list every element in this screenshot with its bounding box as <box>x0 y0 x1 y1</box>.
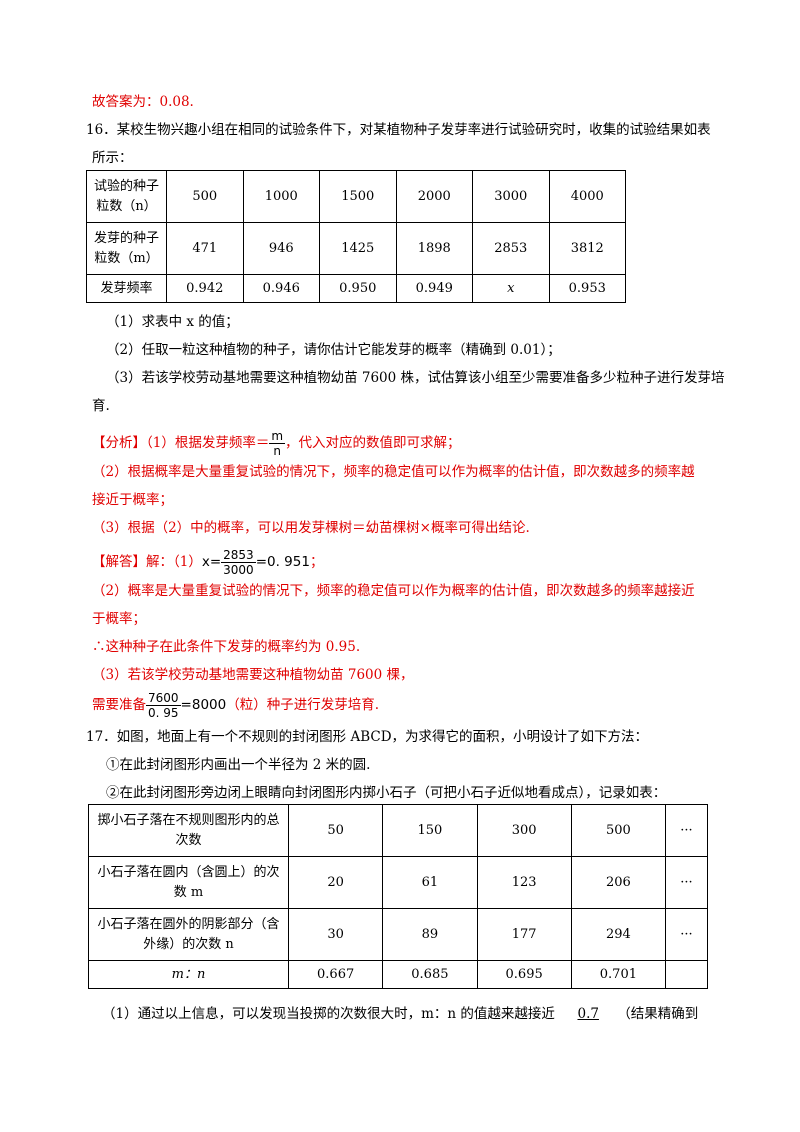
fraction-denominator: n <box>273 444 281 458</box>
q17-step2: ②在此封闭图形旁边闭上眼睛向封闭图形内掷小石子（可把小石子近似地看成点），记录如… <box>106 785 667 801</box>
table-cell: 0.953 <box>548 274 626 303</box>
table-row: m：n 0.667 0.685 0.695 0.701 <box>88 960 708 989</box>
table-cell: 206 <box>570 856 667 909</box>
q17-sub1-text: （结果精确到 <box>617 1006 699 1022</box>
table-cell: 1425 <box>319 222 397 275</box>
fraction-numerator: m <box>269 429 286 444</box>
table-cell: 500 <box>570 804 667 857</box>
analysis-text: （1）根据发芽频率＝ <box>146 435 270 451</box>
q16-stem-line1: 16．某校生物兴趣小组在相同的试验条件下，对某植物种子发芽率进行试验研究时，收集… <box>86 122 711 138</box>
table-cell: ··· <box>665 908 708 961</box>
q17-step1: ①在此封闭图形内画出一个半径为 2 米的圆. <box>106 757 371 773</box>
analysis-line2: （2）根据概率是大量重复试验的情况下，频率的稳定值可以作为概率的估计值，即次数越… <box>92 464 695 480</box>
table-cell: 20 <box>287 856 384 909</box>
table-cell: 0.685 <box>382 960 478 989</box>
q16-table: 试验的种子粒数（n） 500 1000 1500 2000 3000 4000 … <box>86 170 626 303</box>
table-cell: 0.942 <box>166 274 244 303</box>
solution-line5: （3）若该学校劳动基地需要这种植物幼苗 7600 棵， <box>92 667 414 683</box>
q17-stem: 17．如图，地面上有一个不规则的封闭图形 ABCD，为求得它的面积，小明设计了如… <box>86 729 649 745</box>
answer-blank: 0.7 <box>577 1006 599 1022</box>
table-cell: 30 <box>287 908 384 961</box>
table-cell: 2853 <box>472 222 550 275</box>
table-row: 小石子落在圆外的阴影部分（含外缘）的次数 n 30 89 177 294 ··· <box>88 908 708 961</box>
analysis-tag: 【分析】 <box>92 435 146 451</box>
table-cell: 1500 <box>319 170 397 223</box>
solution-text: ； <box>309 554 324 570</box>
table-cell: 300 <box>476 804 572 857</box>
q17-sub1: （1）通过以上信息，可以发现当投掷的次数很大时，m：n 的值越来越接近 0.7 … <box>102 1004 698 1024</box>
table-cell: 0.949 <box>395 274 473 303</box>
table-cell: ··· <box>665 856 708 909</box>
math-x: x= <box>201 554 222 570</box>
row-header: 掷小石子落在不规则图形内的总次数 <box>88 804 289 857</box>
fraction-numerator: 7600 <box>146 691 181 706</box>
table-cell: 3812 <box>548 222 626 275</box>
table-cell: 1000 <box>242 170 320 223</box>
analysis-line3: 接近于概率； <box>92 492 173 508</box>
q16-sub1: （1）求表中 x 的值； <box>106 314 239 330</box>
table-cell: 89 <box>382 908 478 961</box>
solution-text: 需要准备 <box>92 697 146 713</box>
table-row: 发芽的种子粒数（m） 471 946 1425 1898 2853 3812 <box>86 222 626 275</box>
table-cell: 3000 <box>472 170 550 223</box>
solution-line2: （2）概率是大量重复试验的情况下，频率的稳定值可以作为概率的估计值，即次数越多的… <box>92 583 695 599</box>
math-result: =0. 951 <box>255 554 310 570</box>
previous-answer: 故答案为：0.08. <box>92 94 194 110</box>
table-cell: 0.667 <box>287 960 384 989</box>
math-result: =8000 <box>180 697 227 713</box>
table-row: 发芽频率 0.942 0.946 0.950 0.949 x 0.953 <box>86 274 626 303</box>
table-cell: 50 <box>287 804 384 857</box>
solution-line3: 于概率； <box>92 611 146 627</box>
row-header: m：n <box>88 960 289 989</box>
q16-sub3-line2: 育. <box>92 398 110 414</box>
fraction-denominator: 3000 <box>223 563 254 577</box>
table-cell: 1898 <box>395 222 473 275</box>
table-cell: 177 <box>476 908 572 961</box>
row-header: 试验的种子粒数（n） <box>86 170 167 223</box>
table-cell: 0.701 <box>570 960 667 989</box>
table-cell: 0.695 <box>476 960 572 989</box>
row-header: 发芽频率 <box>86 274 167 303</box>
table-cell: 0.950 <box>319 274 397 303</box>
table-row: 掷小石子落在不规则图形内的总次数 50 150 300 500 ··· <box>88 804 708 857</box>
fraction-numerator: 2853 <box>221 548 256 563</box>
solution-text: 解：（1） <box>146 554 202 570</box>
row-header: 发芽的种子粒数（m） <box>86 222 167 275</box>
table-row: 试验的种子粒数（n） 500 1000 1500 2000 3000 4000 <box>86 170 626 223</box>
table-cell: 150 <box>382 804 478 857</box>
table-cell: ··· <box>665 804 708 857</box>
q16-sub2: （2）任取一粒这种植物的种子，请你估计它能发芽的概率（精确到 0.01）； <box>106 342 561 358</box>
table-cell: 294 <box>570 908 667 961</box>
table-cell: x <box>472 274 550 303</box>
row-header: 小石子落在圆外的阴影部分（含外缘）的次数 n <box>88 908 289 961</box>
q17-table: 掷小石子落在不规则图形内的总次数 50 150 300 500 ··· 小石子落… <box>88 804 708 989</box>
solution-tag: 【解答】 <box>92 554 146 570</box>
row-header: 小石子落在圆内（含圆上）的次数 m <box>88 856 289 909</box>
analysis-line4: （3）根据（2）中的概率，可以用发芽棵树＝幼苗棵树×概率可得出结论. <box>92 520 530 536</box>
fraction-denominator: 0. 95 <box>148 706 179 720</box>
q16-sub3-line1: （3）若该学校劳动基地需要这种植物幼苗 7600 株，试估算该小组至少需要准备多… <box>106 370 725 386</box>
table-cell: 471 <box>166 222 244 275</box>
solution-line4: ∴这种种子在此条件下发芽的概率约为 0.95. <box>92 639 361 655</box>
solution-text: （粒）种子进行发芽培育. <box>226 697 380 713</box>
table-cell: 500 <box>166 170 244 223</box>
table-cell: 61 <box>382 856 478 909</box>
q17-sub1-text: （1）通过以上信息，可以发现当投掷的次数很大时，m：n 的值越来越接近 <box>102 1006 555 1022</box>
analysis-text: ，代入对应的数值即可求解； <box>285 435 461 451</box>
table-cell: 123 <box>476 856 572 909</box>
table-cell <box>665 960 708 989</box>
table-cell: 0.946 <box>242 274 320 303</box>
table-cell: 946 <box>242 222 320 275</box>
table-cell: 4000 <box>548 170 626 223</box>
table-cell: 2000 <box>395 170 473 223</box>
q16-stem-line2: 所示： <box>92 150 133 166</box>
table-row: 小石子落在圆内（含圆上）的次数 m 20 61 123 206 ··· <box>88 856 708 909</box>
